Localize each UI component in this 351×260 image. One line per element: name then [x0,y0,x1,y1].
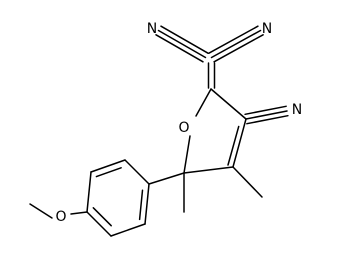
bond-ring-nitrile-2 [244,105,287,116]
bond-nitrile-left-1 [157,29,207,59]
bond-nitrile-right-3 [213,34,264,63]
bond-methoxy-o-me [29,203,53,219]
bond-ring-c4-c5 [183,166,234,174]
atom-o-ring: O [178,120,189,136]
atom-n-ring: N [292,102,302,118]
bond-ring-c3-c4-1 [232,118,247,168]
atom-n-left: N [147,21,157,37]
bond-methoxy-o-ring [70,211,88,215]
bond-benzene-6 [144,183,150,225]
bond-methyl-c4 [232,166,263,198]
bond-nitrile-left-2 [160,25,209,54]
bond-ring-nitrile-1 [245,110,288,120]
atom-n-right: N [262,21,272,37]
bond-benzene-inner-3 [138,189,144,221]
bond-ring-nitrile-3 [246,114,289,125]
bond-ring-c2-c3 [210,88,247,120]
atom-o-methoxy: O [55,209,66,225]
bonds [29,25,289,237]
bond-benzene-1 [124,159,150,185]
bond-nitrile-right-2 [208,25,259,54]
bond-nitrile-right-1 [210,29,262,59]
bond-ring-c5-o [183,135,191,174]
bond-benzene-2 [90,159,126,173]
bond-ring-c3-c4-2 [227,125,240,166]
bond-benzene-4 [86,211,112,237]
bond-benzene-inner-1 [95,167,122,178]
bond-benzene-3 [86,171,92,213]
bond-aryl-link [148,172,185,185]
bond-benzene-5 [110,223,146,237]
bond-benzene-inner-2 [92,207,112,227]
bond-nitrile-left-3 [155,34,204,63]
bond-ring-o-c2 [195,88,212,117]
atom-labels: N N N O O [55,21,302,225]
